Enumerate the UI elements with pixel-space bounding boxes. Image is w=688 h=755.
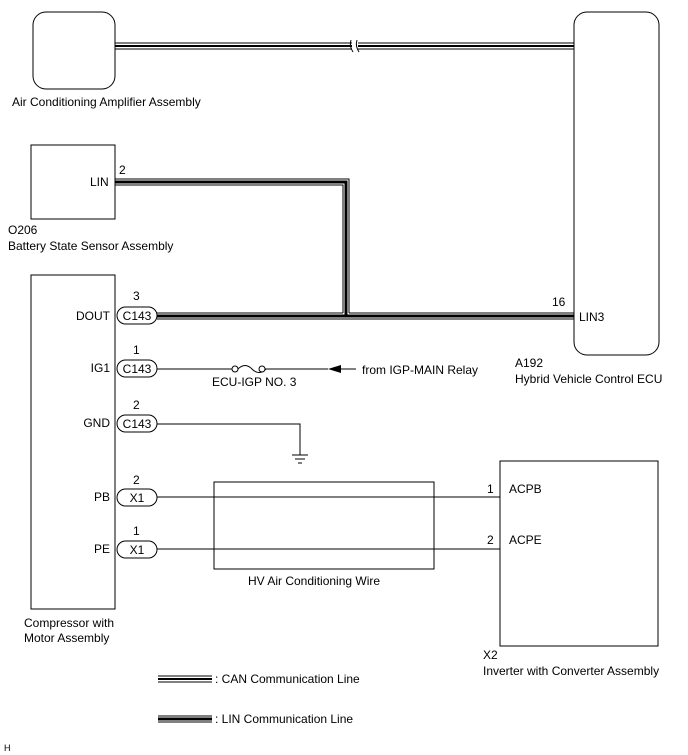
inverter-pin-number-2: 2: [487, 533, 494, 547]
legend-can-swatch: [158, 675, 212, 683]
legend-can-label: : CAN Communication Line: [215, 672, 360, 686]
battery-sensor-box[interactable]: [30, 144, 116, 220]
ecu-name: Hybrid Vehicle Control ECU: [515, 372, 662, 386]
compressor-name-line2: Motor Assembly: [24, 631, 109, 645]
connector-c143-ig1[interactable]: C143: [116, 359, 158, 378]
pin-number-gnd: 2: [133, 398, 140, 412]
svg-text:C143: C143: [123, 309, 152, 323]
connector-x1-pe[interactable]: X1: [116, 540, 158, 559]
compressor-box[interactable]: [30, 274, 116, 610]
svg-text:X1: X1: [130, 491, 145, 505]
svg-text:C143: C143: [123, 362, 152, 376]
ig1-power-line: [157, 365, 356, 373]
pin-label-pb: PB: [94, 490, 110, 504]
pin-number-ig1: 1: [133, 343, 140, 357]
pin-label-gnd: GND: [83, 416, 110, 430]
connector-c143-dout[interactable]: C143: [116, 306, 158, 325]
connector-x1-pb[interactable]: X1: [116, 488, 158, 507]
hv-control-ecu-box[interactable]: [573, 11, 660, 356]
ecu-pin-number-16: 16: [552, 295, 566, 309]
inverter-pin-label-acpe: ACPE: [509, 533, 542, 547]
pin-number-dout: 3: [133, 289, 140, 303]
hv-wire-label: HV Air Conditioning Wire: [248, 574, 380, 588]
lin-line: [115, 178, 574, 320]
ecu-pin-label-lin3: LIN3: [579, 310, 605, 324]
battery-sensor-pin-lin: LIN: [90, 175, 109, 189]
battery-sensor-name: Battery State Sensor Assembly: [8, 239, 173, 253]
pin-number-pb: 2: [133, 473, 140, 487]
compressor-name-line1: Compressor with: [24, 616, 114, 630]
inverter-pin-number-1: 1: [487, 482, 494, 496]
hv-wire-box[interactable]: [213, 481, 435, 570]
ground-line: [157, 423, 301, 455]
connector-c143-gnd[interactable]: C143: [116, 414, 158, 433]
ground-icon: [292, 454, 308, 464]
svg-text:C143: C143: [123, 417, 152, 431]
inverter-box[interactable]: [499, 460, 659, 647]
legend-lin-label: : LIN Communication Line: [215, 712, 353, 726]
inverter-name: Inverter with Converter Assembly: [483, 664, 659, 678]
inverter-code: X2: [483, 648, 498, 662]
fuse-label: ECU-IGP NO. 3: [212, 375, 297, 389]
battery-sensor-pin-number: 2: [119, 163, 126, 177]
pin-label-pe: PE: [94, 542, 110, 556]
inverter-pin-label-acpb: ACPB: [509, 482, 542, 496]
pin-label-ig1: IG1: [91, 361, 111, 375]
supply-label: from IGP-MAIN Relay: [362, 363, 478, 377]
svg-text:X1: X1: [130, 543, 145, 557]
ecu-code: A192: [515, 356, 543, 370]
ac-amplifier-label: Air Conditioning Amplifier Assembly: [12, 95, 201, 109]
pin-number-pe: 1: [133, 524, 140, 538]
ac-amplifier-box[interactable]: [32, 11, 116, 90]
can-line: [115, 39, 574, 53]
pin-label-dout: DOUT: [76, 309, 111, 323]
legend-lin-swatch: [158, 715, 212, 723]
battery-sensor-code: O206: [8, 223, 38, 237]
corner-mark: H: [4, 743, 11, 753]
